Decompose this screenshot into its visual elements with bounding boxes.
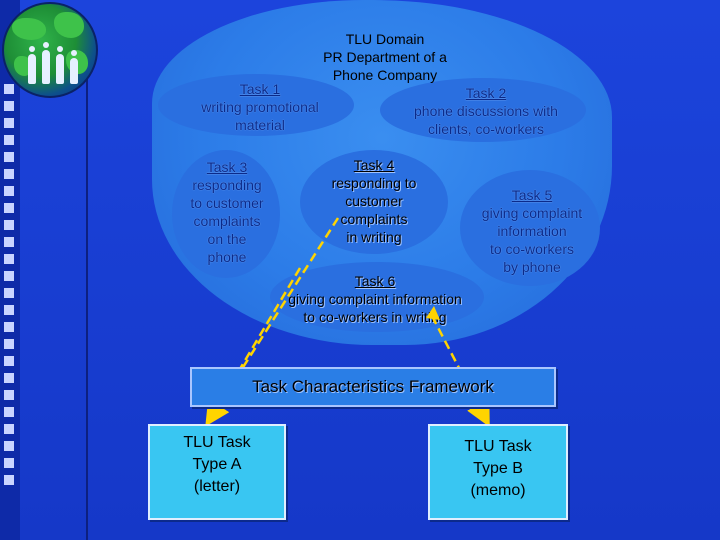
arrow-task4-to-type-a bbox=[205, 217, 340, 427]
tlu-task-type-b: TLU Task Type B (memo) bbox=[428, 424, 568, 520]
task1-label: Task 1 writing promotional material bbox=[201, 81, 319, 133]
task1-oval bbox=[158, 74, 354, 136]
task3-oval bbox=[172, 150, 280, 278]
task6-oval bbox=[270, 262, 484, 332]
task2-oval bbox=[380, 78, 586, 142]
domain-title: TLU Domain PR Department of a Phone Comp… bbox=[323, 31, 447, 83]
task3-label: Task 3 responding to customer complaints… bbox=[190, 159, 264, 265]
tlu-task-type-a: TLU Task Type A (letter) bbox=[148, 424, 286, 520]
arrow-head-up bbox=[426, 306, 440, 320]
task4-label: Task 4 responding to customer complaints… bbox=[331, 157, 417, 245]
task5-label: Task 5 giving complaint information to c… bbox=[481, 187, 583, 275]
task5-oval bbox=[460, 170, 600, 286]
task2-label: Task 2 phone discussions with clients, c… bbox=[414, 85, 558, 137]
framework-label: Task Characteristics Framework bbox=[252, 377, 494, 396]
arrow-task6-to-type-b bbox=[430, 315, 490, 428]
left-decor-strip bbox=[0, 0, 20, 540]
left-divider-line bbox=[86, 60, 88, 540]
globe-people-icon bbox=[2, 2, 98, 98]
left-decor-squares bbox=[4, 84, 16, 492]
task6-label: Task 6 giving complaint information to c… bbox=[288, 273, 462, 325]
task-characteristics-framework: Task Characteristics Framework bbox=[190, 367, 556, 407]
